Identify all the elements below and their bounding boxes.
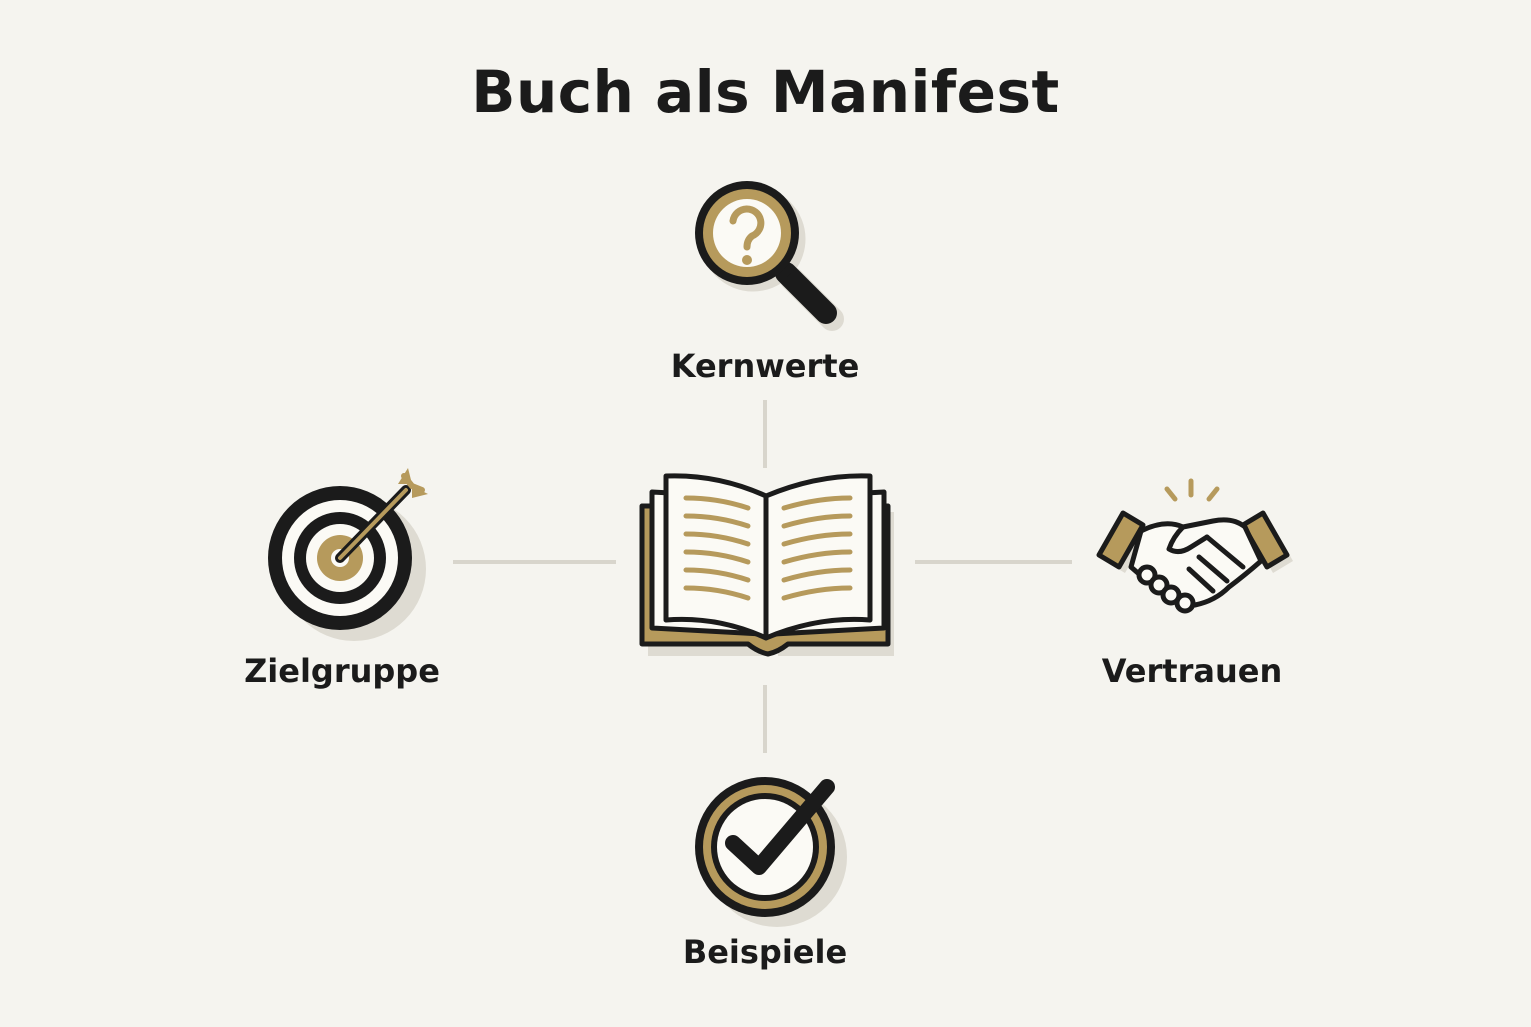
label-beispiele: Beispiele	[682, 933, 848, 971]
label-zielgruppe: Zielgruppe	[244, 652, 440, 690]
label-kernwerte: Kernwerte	[670, 347, 860, 385]
target-arrow-icon	[268, 468, 428, 641]
magnifier-question-icon	[695, 181, 844, 331]
open-book-icon	[639, 473, 894, 657]
checkmark-circle-icon	[695, 777, 847, 927]
connector-right	[915, 560, 1072, 564]
connector-top	[763, 400, 767, 468]
connector-bottom	[763, 685, 767, 753]
diagram-title: Buch als Manifest	[471, 58, 1060, 126]
handshake-icon	[1096, 478, 1293, 614]
connector-left	[453, 560, 616, 564]
label-vertrauen: Vertrauen	[1101, 652, 1283, 690]
